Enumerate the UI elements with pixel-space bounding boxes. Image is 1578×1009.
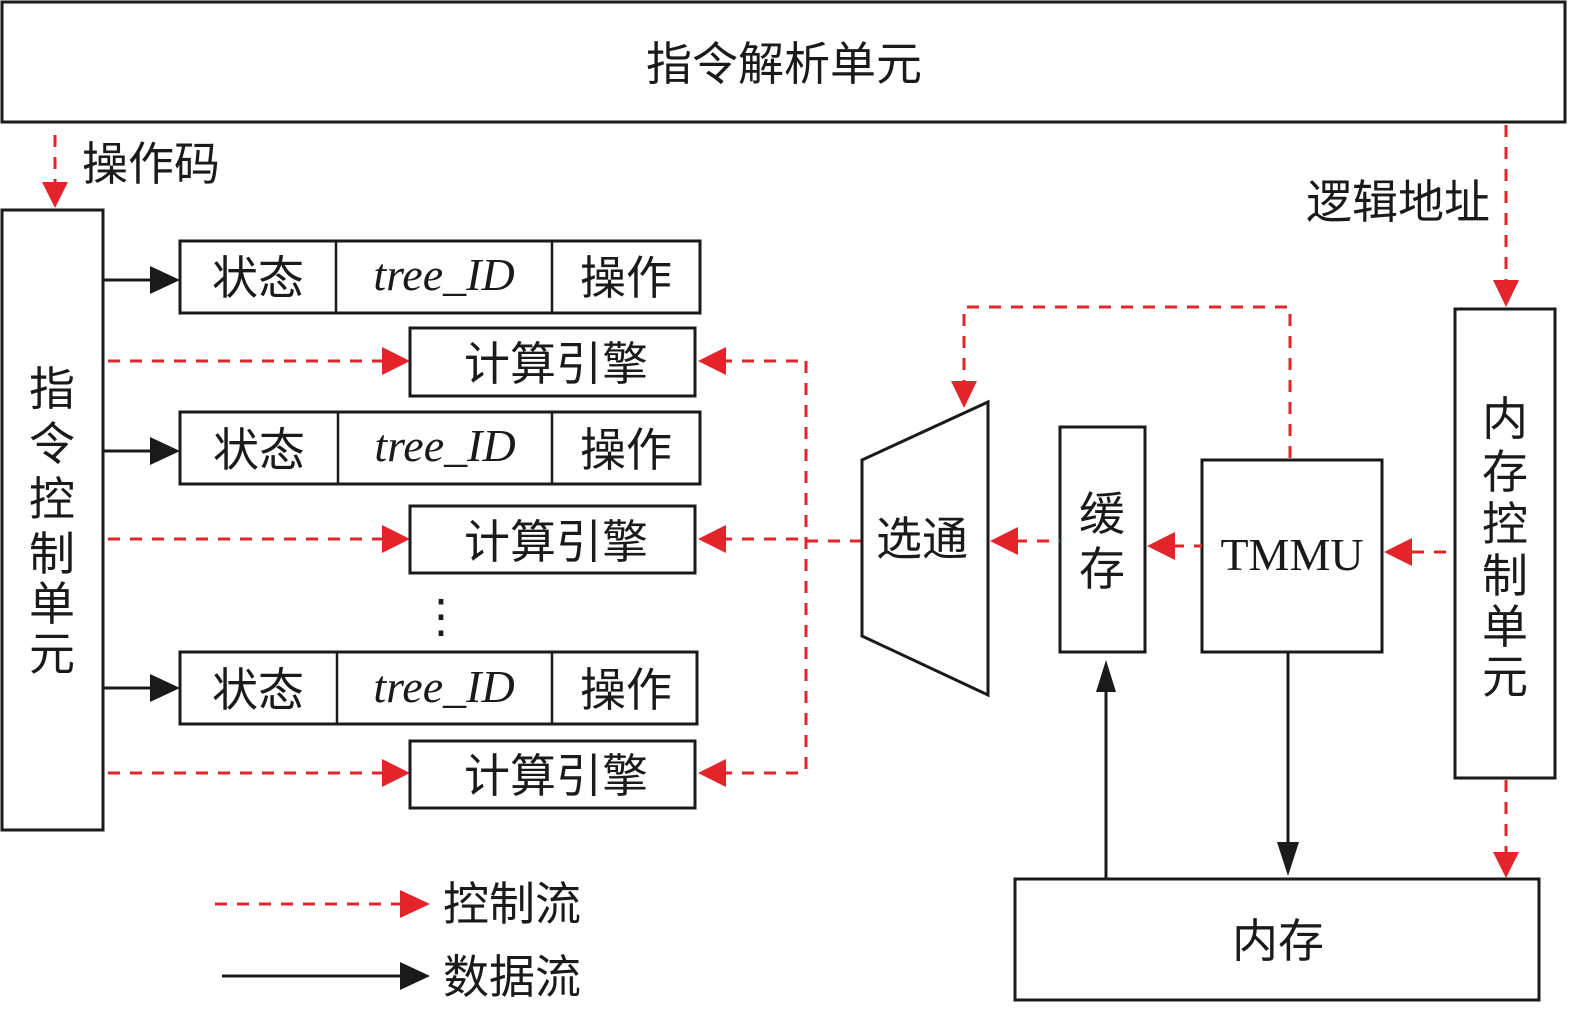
logical-address-arrowhead <box>1493 280 1519 307</box>
selector-mux <box>860 399 990 698</box>
tmmu-selector-feedback-line <box>962 305 1292 458</box>
engine-return-arrowhead <box>698 759 726 787</box>
svg-text:制: 制 <box>29 527 75 581</box>
memory-control-unit-box <box>1453 307 1557 780</box>
cache-to-selector-arrowhead <box>990 527 1018 555</box>
entry-operation: 操作 <box>580 251 672 305</box>
tmmu-label: TMMU <box>1220 529 1363 580</box>
logical-address-label: 逻辑地址 <box>1306 175 1490 229</box>
engine-return-arrowhead <box>698 525 726 553</box>
selector-feedback-arrowhead <box>951 381 977 408</box>
entry-tree-id: tree_ID <box>373 661 514 712</box>
legend-data-label: 数据流 <box>443 950 581 1004</box>
entry-operation: 操作 <box>580 423 672 477</box>
tmmu-to-memory-arrowhead <box>1277 842 1299 876</box>
entry-record-box <box>178 410 702 486</box>
selector-label: 选通 <box>876 512 968 566</box>
engine-control-arrowhead <box>382 759 410 787</box>
ellipsis: ⋮ <box>418 589 464 643</box>
compute-engine-box <box>408 504 697 575</box>
data-arrowhead <box>150 266 180 294</box>
compute-engine-box <box>408 739 697 810</box>
compute-engine-label: 计算引擎 <box>464 337 648 391</box>
svg-text:元: 元 <box>29 627 75 681</box>
svg-text:元: 元 <box>1482 650 1528 704</box>
engine-control-arrowhead <box>382 525 410 553</box>
entry-row-3: 状态 tree_ID 操作 计算引擎 <box>103 650 806 810</box>
legend-control-label: 控制流 <box>443 877 581 931</box>
svg-text:存: 存 <box>1482 445 1528 499</box>
entry-tree-id: tree_ID <box>374 420 515 471</box>
opcode-label: 操作码 <box>82 137 220 191</box>
data-arrowhead <box>150 674 180 702</box>
svg-text:控: 控 <box>29 472 75 526</box>
instruction-control-unit-label: 指 令 控 制 单 元 <box>29 362 75 681</box>
entry-state: 状态 <box>213 423 305 477</box>
legend-data-arrowhead <box>400 962 430 990</box>
legend: 控制流 数据流 <box>215 877 581 1004</box>
svg-text:指: 指 <box>29 362 75 416</box>
engine-control-arrowhead <box>382 347 410 375</box>
opcode-arrowhead <box>42 182 68 208</box>
entry-row-2: 状态 tree_ID 操作 计算引擎 <box>103 410 806 575</box>
memory-to-cache-arrowhead <box>1096 660 1116 692</box>
svg-text:内: 内 <box>1482 392 1528 446</box>
entry-record-box <box>178 239 702 315</box>
tmmu-to-cache-arrowhead <box>1147 532 1175 560</box>
entry-operation: 操作 <box>580 663 672 717</box>
memory-control-unit-label: 内 存 控 制 单 元 <box>1482 392 1528 704</box>
entry-record-box <box>178 650 699 726</box>
svg-text:单: 单 <box>29 577 75 631</box>
instruction-parse-unit-label: 指令解析单元 <box>646 37 922 91</box>
legend-control-arrowhead <box>400 890 430 918</box>
svg-text:制: 制 <box>1482 549 1528 603</box>
instruction-control-unit-box <box>0 208 105 832</box>
data-arrowhead <box>150 437 180 465</box>
memory-box <box>1013 877 1541 1002</box>
instruction-parse-unit-box <box>0 0 1567 124</box>
entry-tree-id: tree_ID <box>373 249 514 300</box>
memory-label: 内存 <box>1232 914 1324 968</box>
compute-engine-label: 计算引擎 <box>464 749 648 803</box>
tmmu-box <box>1200 458 1384 654</box>
svg-text:令: 令 <box>29 417 75 471</box>
compute-engine-box <box>408 326 697 398</box>
engine-return-arrowhead <box>698 347 726 375</box>
compute-engine-label: 计算引擎 <box>464 515 648 569</box>
mcu-to-tmmu-arrowhead <box>1384 538 1412 566</box>
cache-label-1: 缓 <box>1079 487 1125 541</box>
svg-text:单: 单 <box>1482 600 1528 654</box>
svg-text:控: 控 <box>1482 497 1528 551</box>
entry-state: 状态 <box>212 663 304 717</box>
cache-label-2: 存 <box>1079 542 1125 596</box>
entry-row-1: 状态 tree_ID 操作 计算引擎 <box>103 239 806 398</box>
cache-box <box>1058 425 1147 654</box>
entry-state: 状态 <box>212 251 304 305</box>
mcu-to-memory-arrowhead <box>1493 852 1519 878</box>
